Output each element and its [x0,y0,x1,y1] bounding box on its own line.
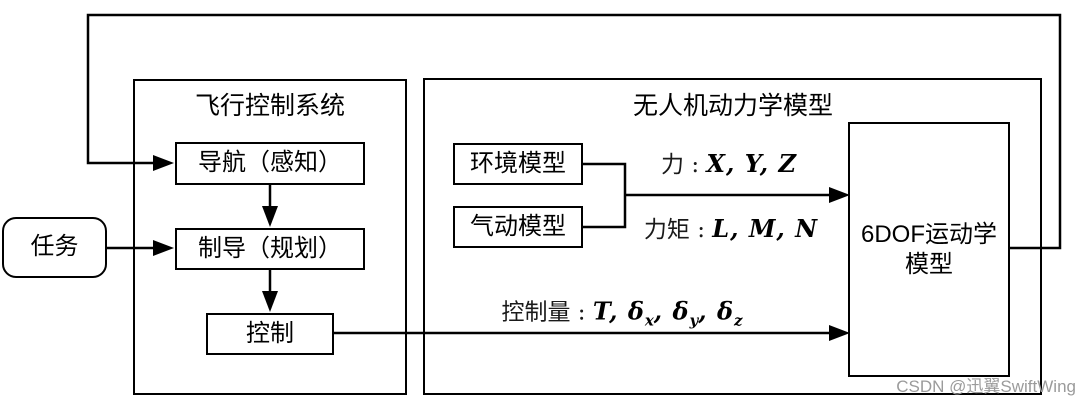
sixdof-kinematics-node-label: 6DOF运动学 模型 [861,220,997,280]
sixdof-label-line2: 模型 [904,250,953,278]
sixdof-kinematics-node: 6DOF运动学 模型 [848,122,1010,377]
task-node: 任务 [2,217,107,278]
force-label-prefix: 力 : [661,152,707,178]
uav-dynamics-model-title: 无人机动力学模型 [632,92,834,120]
task-node-label: 任务 [30,233,79,261]
force-edge-label: 力 : X, Y, Z [661,145,797,179]
watermark-text: CSDN @迅翼SwiftWing [896,377,1076,396]
sixdof-label-line1: 6DOF运动学 [860,220,997,248]
moment-edge-label: 力矩 : L, M, N [644,210,818,244]
aero-model-node-label: 气动模型 [470,212,566,240]
aero-model-node: 气动模型 [453,206,583,248]
navigation-node-label: 导航（感知） [198,149,342,177]
moment-label-prefix: 力矩 : [643,217,713,243]
flight-control-system-title: 飞行控制系统 [194,92,346,120]
environment-model-node: 环境模型 [453,143,583,185]
control-quantity-math: T, δx, δy, δz [592,296,743,330]
control-quantity-label-prefix: 控制量 : [501,299,593,326]
control-node-label: 控制 [246,319,294,347]
guidance-node-label: 制导（规划） [198,234,342,262]
control-quantity-edge-label: 控制量 : T, δx, δy, δz [501,293,742,330]
environment-model-node-label: 环境模型 [470,149,566,177]
moment-label-math: L, M, N [712,214,819,243]
control-node: 控制 [206,313,334,355]
navigation-node: 导航（感知） [175,142,365,185]
force-label-math: X, Y, Z [706,149,797,178]
guidance-node: 制导（规划） [175,228,365,270]
